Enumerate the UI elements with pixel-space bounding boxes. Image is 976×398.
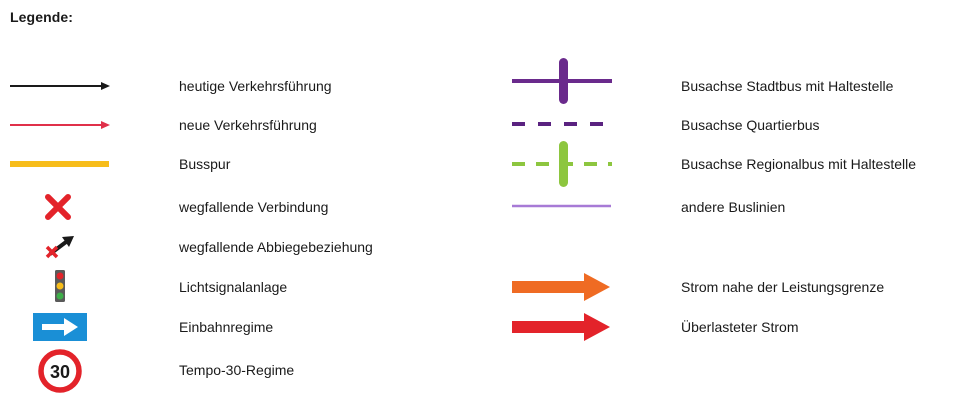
legend-title: Legende:: [10, 9, 74, 25]
crossed-turn-arrow-icon: [44, 234, 76, 260]
red-block-arrow-icon: [512, 313, 610, 341]
legend-label-busachse-quartierbus: Busachse Quartierbus: [681, 117, 820, 133]
green-dashed-line-stop-icon: [512, 141, 612, 187]
red-cross-icon: [44, 193, 72, 221]
black-arrow-icon: [10, 80, 110, 92]
legend-label-wegfallende-abbiegebeziehung: wegfallende Abbiegebeziehung: [179, 239, 373, 255]
legend-label-einbahnregime: Einbahnregime: [179, 319, 274, 335]
legend-label-heutige-verkehrsfuehrung: heutige Verkehrsführung: [179, 78, 332, 94]
orange-block-arrow-icon: [512, 273, 610, 301]
red-arrow-icon: [10, 119, 110, 131]
legend-label-busachse-regionalbus: Busachse Regionalbus mit Haltestelle: [681, 156, 917, 172]
thin-purple-line-icon: [512, 203, 612, 209]
legend-label-tempo-30-regime: Tempo-30-Regime: [179, 362, 295, 378]
purple-line-stop-icon: [512, 58, 612, 104]
legend-label-neue-verkehrsfuehrung: neue Verkehrsführung: [179, 117, 317, 133]
traffic-light-icon: [55, 270, 65, 302]
yellow-line-icon: [10, 159, 110, 169]
legend-label-busspur: Busspur: [179, 156, 231, 172]
legend-label-lichtsignalanlage: Lichtsignalanlage: [179, 279, 288, 295]
speed-limit-number: 30: [50, 362, 70, 382]
legend-label-strom-nahe-leistungsgrenze: Strom nahe der Leistungsgrenze: [681, 279, 885, 295]
legend-label-wegfallende-verbindung: wegfallende Verbindung: [179, 199, 329, 215]
legend-label-busachse-stadtbus: Busachse Stadtbus mit Haltestelle: [681, 78, 894, 94]
one-way-sign-icon: [33, 313, 87, 341]
legend-label-andere-buslinien: andere Buslinien: [681, 199, 786, 215]
speed-limit-30-icon: 30: [38, 349, 82, 393]
purple-dashed-line-icon: [512, 120, 612, 128]
legend-label-ueberlasteter-strom: Überlasteter Strom: [681, 319, 799, 335]
